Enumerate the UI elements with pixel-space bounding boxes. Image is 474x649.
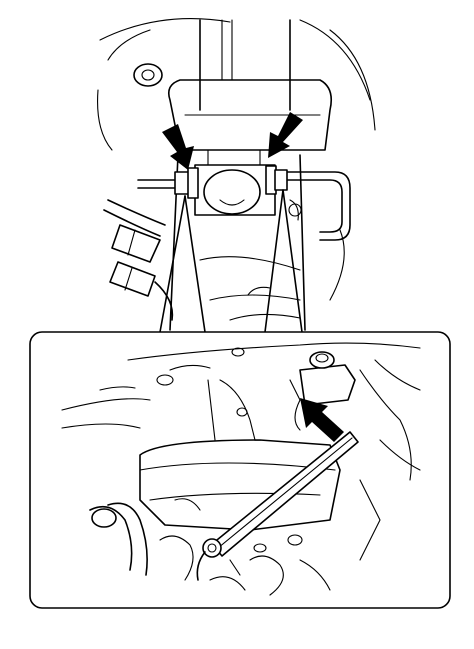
flare-nut-wrench-icon bbox=[196, 431, 359, 581]
left-flare-nut bbox=[174, 167, 199, 199]
zoom-callout-lines bbox=[159, 189, 303, 333]
top-bolt bbox=[133, 63, 163, 87]
body-outline bbox=[97, 18, 376, 301]
top-view bbox=[97, 18, 376, 333]
arrow-wrench-target bbox=[300, 398, 344, 442]
strut-tower bbox=[167, 19, 333, 331]
right-bracket bbox=[247, 199, 302, 296]
arrow-right-nut bbox=[268, 112, 303, 158]
arrow-left-nut bbox=[162, 124, 194, 170]
right-flare-nut bbox=[265, 165, 288, 195]
detail-view bbox=[29, 331, 451, 609]
valve-body bbox=[194, 149, 276, 216]
hose-assembly-left bbox=[103, 199, 174, 321]
brake-line-top bbox=[137, 171, 351, 241]
detail-linework bbox=[61, 342, 421, 596]
